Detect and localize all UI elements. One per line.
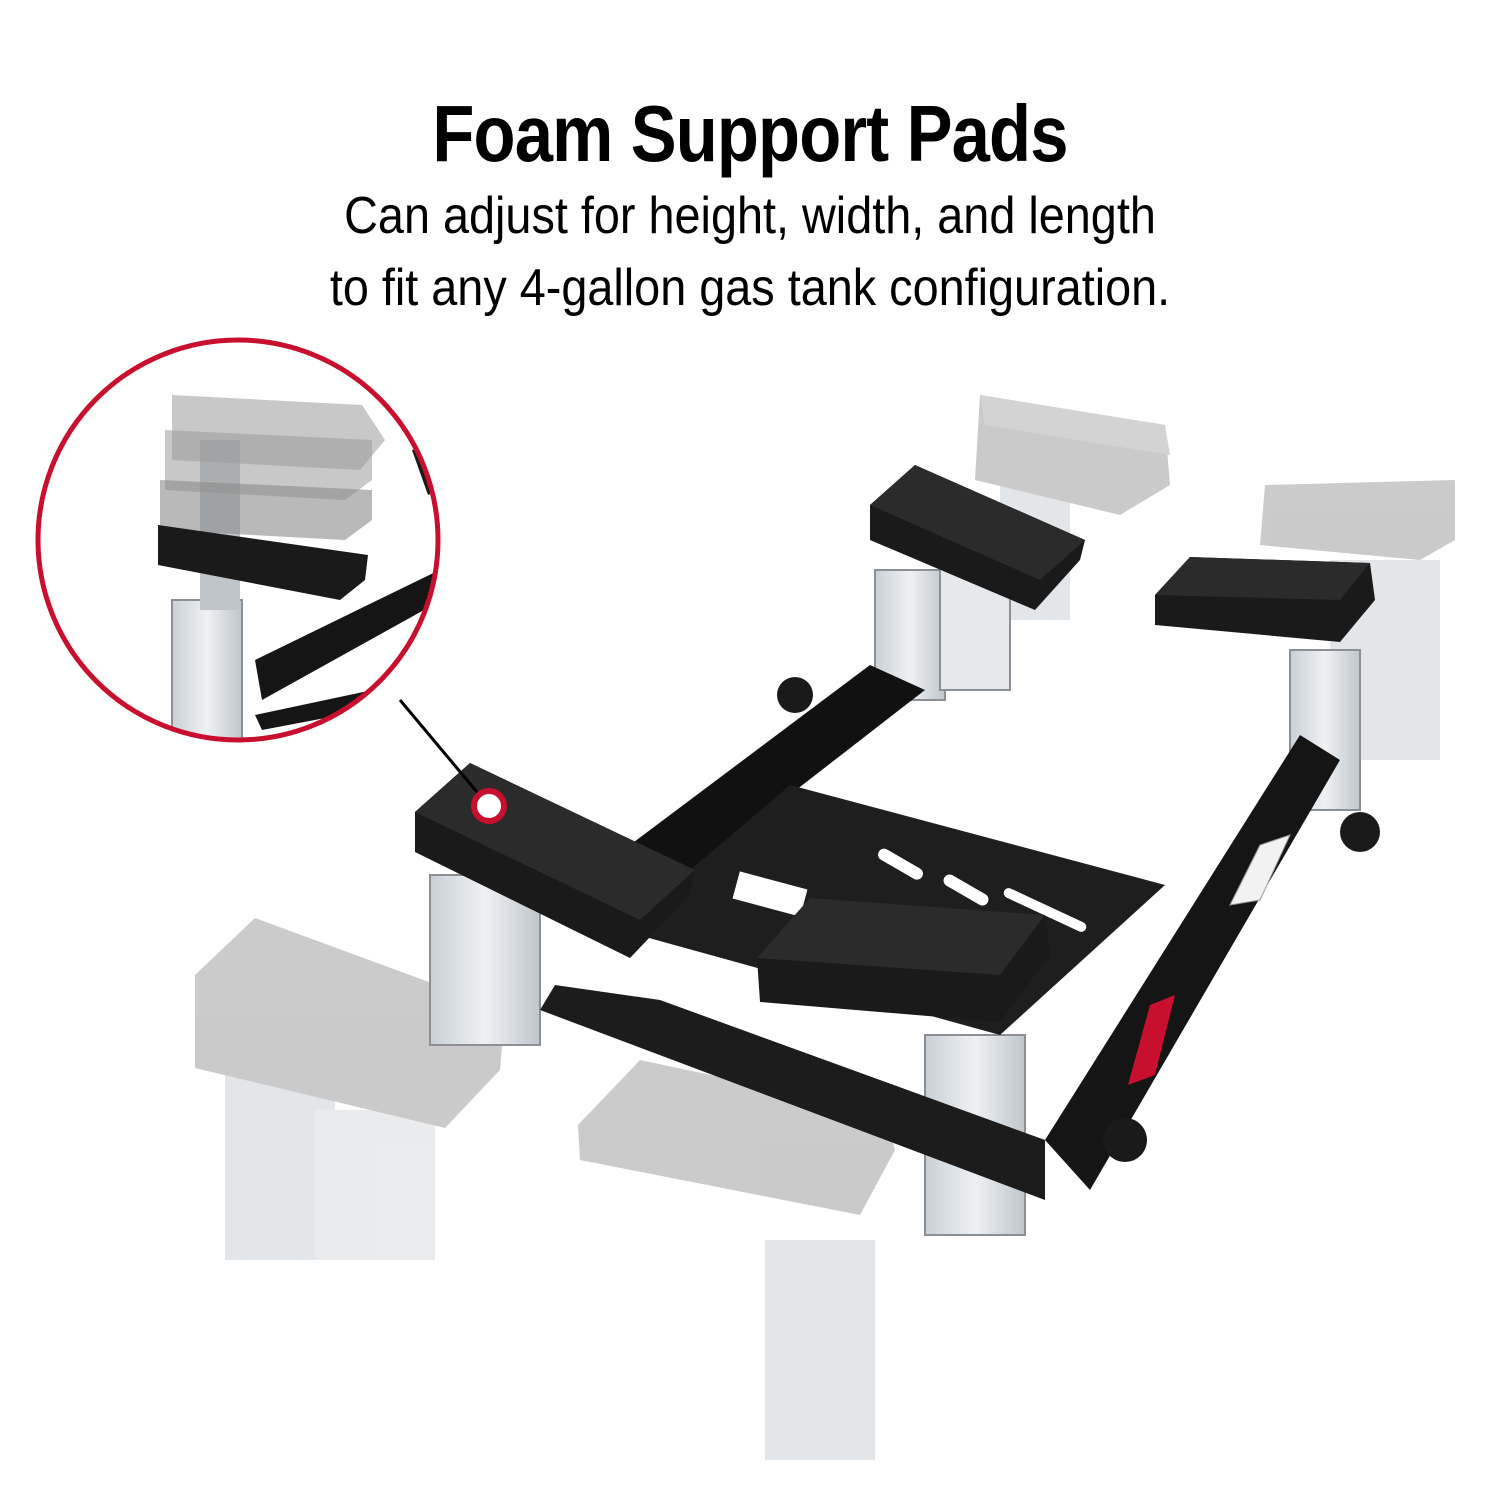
foam-pad-back-left (870, 465, 1085, 610)
foam-pad-back-right (1155, 557, 1375, 642)
headline: Foam Support Pads (432, 89, 1068, 178)
subtext-line-2: to fit any 4-gallon gas tank configurati… (329, 259, 1171, 317)
callout-marker (398, 699, 507, 824)
foam-pad-front-right (757, 898, 1050, 1022)
ghost-pad-front-left (195, 918, 505, 1260)
knob-icon (777, 677, 1380, 1162)
warning-label (1128, 834, 1291, 1085)
zoom-detail-circle (35, 337, 441, 743)
subtext-line-1: Can adjust for height, width, and length (344, 187, 1156, 245)
